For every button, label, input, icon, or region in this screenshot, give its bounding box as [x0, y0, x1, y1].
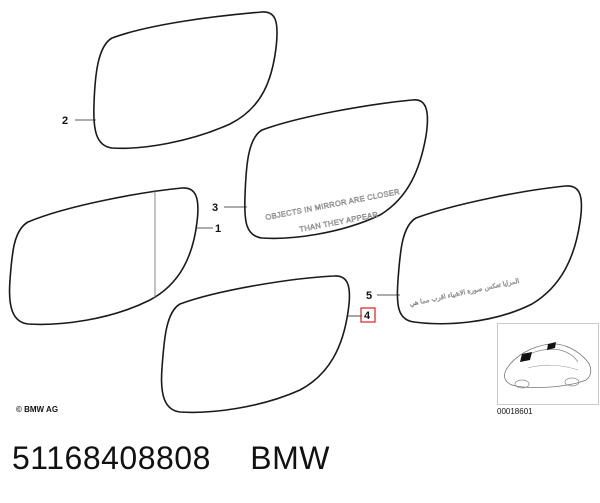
part-number: 51168408808	[12, 440, 211, 476]
callout-1: 1	[215, 223, 221, 235]
diagram-id: 00018601	[497, 407, 533, 416]
callout-5: 5	[366, 290, 372, 302]
mirror-glass-5: المرايا تعكس صورة الاشياء اقرب مما هي	[396, 185, 583, 325]
part-number-line: 51168408808 BMW	[12, 440, 330, 477]
callout-2: 2	[62, 115, 68, 127]
mirror-warning-arabic: المرايا تعكس صورة الاشياء اقرب مما هي	[409, 277, 520, 308]
mirror-warning-line-1: OBJECTS IN MIRROR ARE CLOSER	[265, 187, 401, 222]
brand-name: BMW	[250, 440, 330, 476]
highlight-box	[360, 307, 376, 323]
car-sketch-icon	[504, 342, 592, 389]
vehicle-location-inset	[497, 323, 599, 405]
mirror-glass-2	[93, 11, 278, 150]
copyright-label: © BMW AG	[16, 405, 59, 414]
mirror-glass-4	[160, 275, 351, 414]
callout-3: 3	[212, 202, 218, 214]
mirror-glass-3: OBJECTS IN MIRROR ARE CLOSER THAN THEY A…	[243, 99, 429, 240]
callout-4: 4	[364, 310, 371, 322]
mirror-glass-1	[8, 187, 199, 326]
